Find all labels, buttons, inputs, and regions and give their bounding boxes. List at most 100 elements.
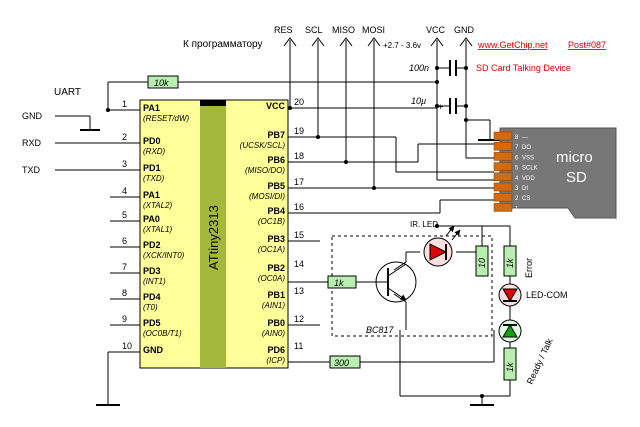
uart-text: UART GND RXD TXD <box>22 87 81 175</box>
sd-pin-7-name: DO <box>522 145 531 151</box>
pin-20-name: VCC <box>266 101 286 111</box>
pin-18-name: PB6 <box>267 155 285 165</box>
bc817-transistor <box>375 261 417 303</box>
pin-5-alt: (XTAL1) <box>143 225 173 234</box>
sd-pin-1-number: 1 <box>515 206 519 212</box>
r-pd6-value: 300 <box>334 358 349 368</box>
sd-pin-4-name: VDD <box>522 176 535 182</box>
chip-name: ATtiny2313 <box>206 205 221 270</box>
pin-7-alt: (INT1) <box>143 277 166 286</box>
pin-18-number: 18 <box>294 151 304 161</box>
sd-pin-6-name: VSS <box>522 155 534 161</box>
sd-contact-1 <box>493 203 513 212</box>
pin-2-number: 2 <box>122 132 127 142</box>
sd-pin-8-name: --- <box>522 135 528 141</box>
pin-6-name: PD2 <box>143 240 161 250</box>
pin-3-number: 3 <box>122 159 127 169</box>
uart-txd: TXD <box>22 165 41 175</box>
pin-16-name: PB4 <box>267 206 285 216</box>
c2-value: 10µ <box>411 96 426 106</box>
sd-pin-2-name: CS <box>522 196 530 202</box>
pin-6-alt: (XCK/INT0) <box>143 251 185 260</box>
pin-9-name: PD5 <box>143 318 161 328</box>
pin-4-name: PA1 <box>143 190 160 200</box>
sd-pin-3-name: DI <box>522 186 528 192</box>
uart-rxd: RXD <box>22 138 42 148</box>
sd-pin-2-number: 2 <box>515 196 519 202</box>
c1-value: 100n <box>409 63 429 73</box>
pin-18-alt: (MISO/DO) <box>245 166 285 175</box>
pin-1-alt: (RESET/dW) <box>143 114 190 123</box>
led-ready <box>498 319 522 343</box>
led-ready-label: Ready / Talk <box>525 336 555 385</box>
pin-3-name: PD1 <box>143 163 161 173</box>
transistor-label: BC817 <box>366 325 395 335</box>
sd-pin-5-number: 5 <box>515 166 519 172</box>
pin-17-alt: (MOSI/DI) <box>249 192 285 201</box>
pin-14-alt: (OC0A) <box>258 274 285 283</box>
pin-14-name: PB2 <box>267 263 285 273</box>
uart-gnd: GND <box>22 111 43 121</box>
wires <box>55 40 511 405</box>
pin-9-number: 9 <box>122 314 127 324</box>
resistors <box>147 75 517 381</box>
pin-8-name: PD4 <box>143 292 161 302</box>
r-err-value: 1k <box>505 258 515 268</box>
pin-11-number: 11 <box>294 341 303 351</box>
prog-pin-miso: MISO <box>332 25 355 35</box>
pin-5-number: 5 <box>122 210 127 220</box>
sd-contact-2 <box>493 192 513 202</box>
pin-8-number: 8 <box>122 288 127 298</box>
pin-15-name: PB3 <box>267 234 285 244</box>
capacitor-10u <box>449 98 457 114</box>
pin-13-number: 13 <box>294 286 304 296</box>
led-error <box>498 283 522 307</box>
pin-5-name: PA0 <box>143 214 160 224</box>
sd-contact-5 <box>493 162 513 171</box>
r-reset-value: 10k <box>154 78 169 88</box>
pin-12-alt: (AIN0) <box>262 329 285 338</box>
power-pin-gnd: GND <box>454 25 475 35</box>
sd-text: micro SD <box>556 149 593 186</box>
pin-10-number: 10 <box>122 341 132 351</box>
pin-19-number: 19 <box>294 126 304 136</box>
header-text: RES SCL MISO MOSI VCC GND К программатор… <box>183 25 606 73</box>
sd-contact-4 <box>493 172 513 182</box>
sd-pin-3-number: 3 <box>515 186 519 192</box>
pin-14-number: 14 <box>294 259 304 269</box>
r-base-value: 1k <box>334 278 344 288</box>
power-pin-vcc: VCC <box>426 25 446 35</box>
pin-10-name: GND <box>143 345 164 355</box>
pin-13-name: PB1 <box>267 290 285 300</box>
pin-6-number: 6 <box>122 236 127 246</box>
voltage-label: +2.7 - 3.6v <box>383 41 421 50</box>
prog-pin-scl: SCL <box>305 25 323 35</box>
pin-15-alt: (OC1A) <box>258 245 285 254</box>
pin-19-name: PB7 <box>267 130 285 140</box>
sd-contact-6 <box>493 152 513 161</box>
pin-13-alt: (AIN1) <box>262 301 285 310</box>
pin-12-name: PB0 <box>267 318 285 328</box>
pin-4-number: 4 <box>122 186 127 196</box>
pin-11-name: PD6 <box>267 345 285 355</box>
pin-17-number: 17 <box>294 177 304 187</box>
pin-7-name: PD3 <box>143 266 161 276</box>
pin-2-name: PD0 <box>143 136 161 146</box>
sd-pin-8-number: 8 <box>515 135 519 141</box>
sd-title-1: micro <box>556 149 593 166</box>
pin-11-alt: (ICP) <box>266 356 285 365</box>
cap-plus: + <box>438 102 443 112</box>
pin-2-alt: (RXD) <box>143 147 166 156</box>
capacitor-100n <box>449 60 457 76</box>
pin-1-number: 1 <box>122 99 127 109</box>
ir-led-label: IR. LED <box>410 220 438 229</box>
sd-pin-7-number: 7 <box>515 145 519 151</box>
prog-arrows <box>283 37 473 47</box>
r-ready-value: 1k <box>505 362 515 372</box>
led-com-label: LED-COM <box>526 290 568 300</box>
pin-20-number: 20 <box>294 97 304 107</box>
